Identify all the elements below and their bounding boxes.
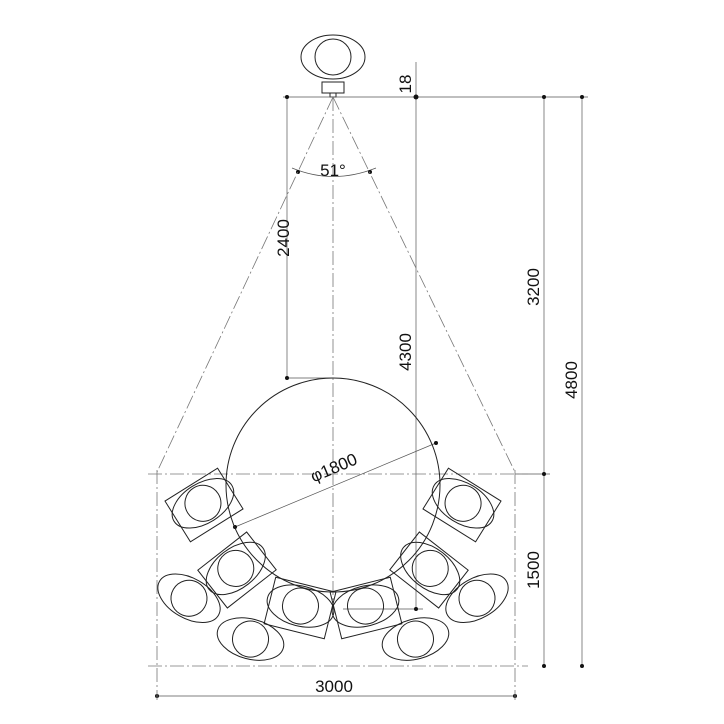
center-lines xyxy=(148,96,528,700)
height-upper-label: 3200 xyxy=(524,268,543,306)
lamp xyxy=(445,573,509,624)
diameter-label: φ1800 xyxy=(308,450,360,487)
lamp xyxy=(389,531,469,609)
body-height-label: 1500 xyxy=(524,551,543,589)
lamp xyxy=(422,467,502,543)
lamp xyxy=(157,573,221,624)
angle-label: 51° xyxy=(320,161,346,180)
canopy xyxy=(300,34,366,98)
lamps xyxy=(157,467,509,661)
lamp xyxy=(164,467,244,543)
canopy-gap-label: 18 xyxy=(396,75,415,94)
lamp xyxy=(329,576,403,640)
lamp xyxy=(197,531,277,609)
lamp xyxy=(381,617,450,661)
total-height-label: 4800 xyxy=(562,361,581,399)
dimension-lines xyxy=(155,62,588,698)
lamp xyxy=(263,576,337,640)
lamp xyxy=(216,617,285,661)
drop-to-bottom-label: 4300 xyxy=(396,333,415,371)
drop-to-sphere-label: 2400 xyxy=(274,219,293,257)
width-label: 3000 xyxy=(315,677,353,696)
